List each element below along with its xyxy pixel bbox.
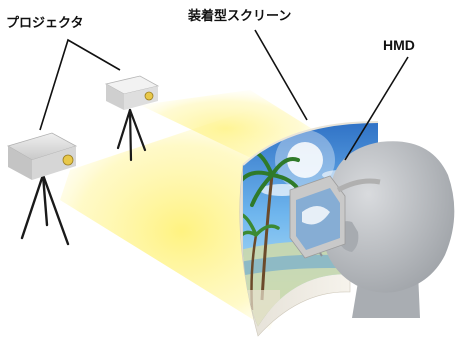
projector-callout-line — [39, 38, 121, 131]
tripod-icon — [20, 173, 70, 246]
tripod-icon — [116, 108, 147, 162]
user-head — [289, 141, 455, 318]
projector-label: プロジェクタ — [6, 16, 84, 31]
projector-icon — [6, 132, 78, 180]
palm-tree-icon — [243, 148, 302, 301]
hmd-callout-line — [344, 56, 409, 161]
projector-icon — [104, 75, 160, 110]
callout-lines — [39, 29, 409, 161]
screen-label: 装着型スクリーン — [188, 9, 292, 24]
hmd-label: HMD — [383, 37, 415, 53]
screen-callout-line — [254, 29, 308, 121]
projector-back — [104, 75, 160, 162]
hmd-device — [289, 175, 381, 259]
projector-front — [6, 132, 78, 246]
